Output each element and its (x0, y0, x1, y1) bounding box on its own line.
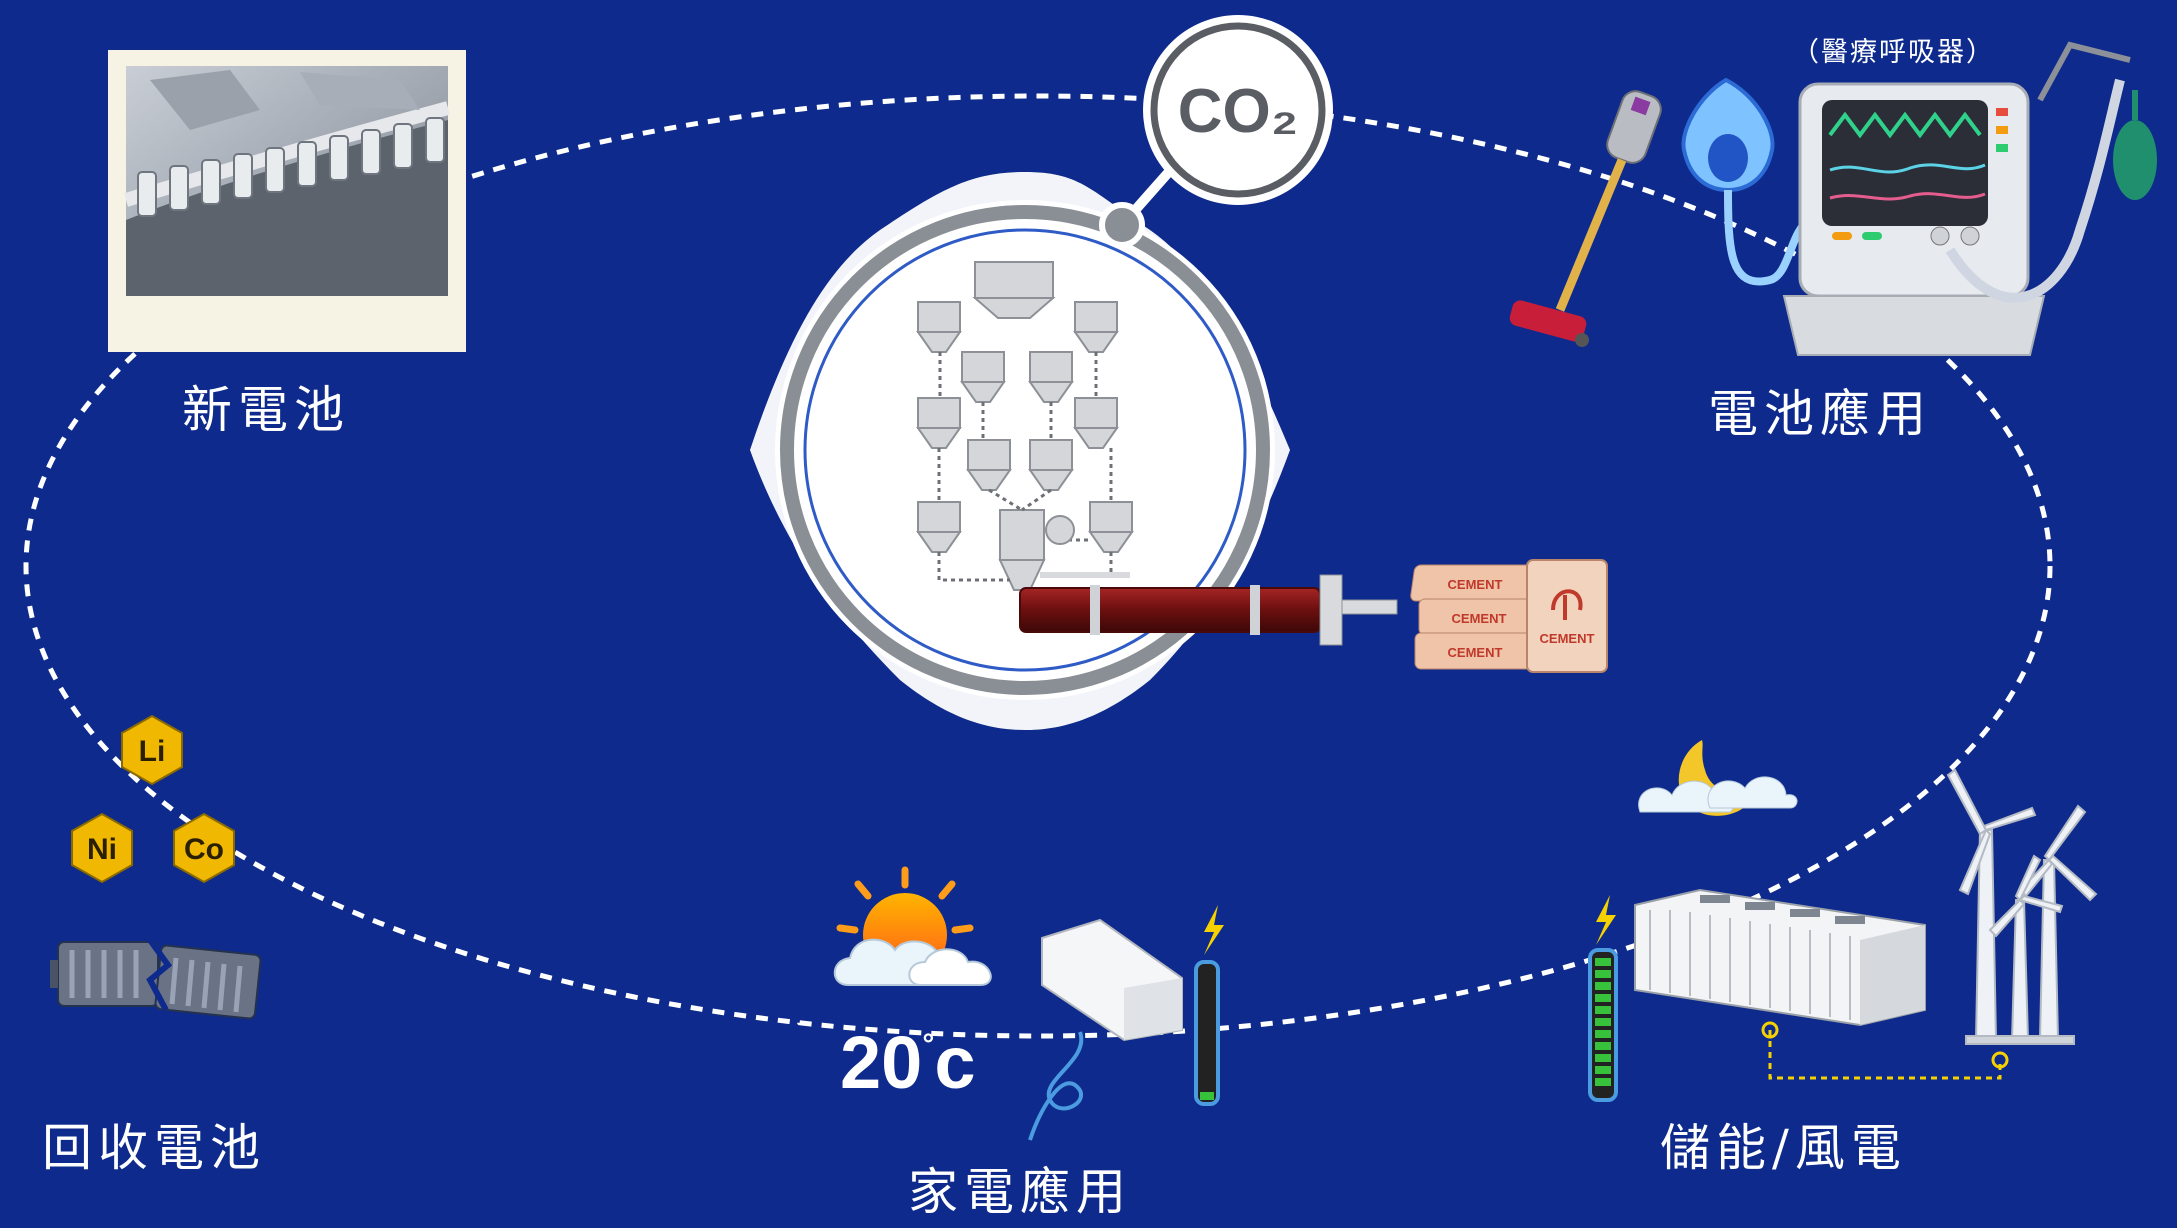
wind-turbines-icon (1946, 768, 2098, 1045)
lightning-icon (1204, 905, 1224, 955)
nickel-badge: Ni (71, 812, 133, 884)
storage-wind-label: 儲能/風電 (1660, 1119, 1907, 1177)
cobalt-badge: Co (173, 812, 235, 884)
cycle-loop (23, 93, 2053, 1039)
temperature-readout: 20°c (840, 1021, 976, 1104)
storage-battery-gauge (1588, 895, 1618, 1102)
cement-bag-text-3: CEMENT (1448, 645, 1503, 660)
ventilator-machine-icon (1782, 41, 2157, 356)
battery-production-photo (108, 50, 466, 352)
broken-battery-cells-icon (50, 938, 262, 1020)
temperature-unit: c (934, 1021, 976, 1104)
recycled-battery-label: 回收電池 (42, 1119, 266, 1177)
lithium-badge: Li (121, 714, 183, 786)
cobalt-symbol: Co (184, 833, 224, 866)
lightning-icon-2 (1596, 895, 1616, 945)
co2-emission-bubble: CO₂ (1099, 15, 1333, 248)
sun-cloud-icon (833, 866, 992, 986)
battery-application-label: 電池應用 (1708, 385, 1932, 443)
appliance-battery-gauge (1194, 905, 1224, 1106)
oxygen-mask-icon (1681, 77, 1813, 286)
cordless-vacuum-icon (1509, 90, 1662, 347)
cement-bag-text-4: CEMENT (1540, 631, 1595, 646)
cement-plant-emblem (750, 172, 1398, 730)
appliance-application-label: 家電應用 (908, 1163, 1132, 1221)
cement-bag-text-2: CEMENT (1452, 611, 1507, 626)
energy-storage-container-icon (1634, 888, 2009, 1080)
process-plant-icon (916, 261, 1134, 591)
co2-label: CO₂ (1178, 77, 1299, 146)
temperature-value: 20 (840, 1021, 923, 1104)
nickel-symbol: Ni (87, 833, 117, 866)
air-conditioner-icon (1028, 918, 1183, 1141)
moon-cloud-icon (1638, 740, 1798, 816)
cement-bags-icon: CEMENT CEMENT CEMENT CEMENT (1410, 559, 1608, 673)
rotary-kiln-icon (1019, 572, 1398, 646)
medical-ventilator-label: （醫療呼吸器） (1792, 37, 1995, 68)
lithium-symbol: Li (139, 735, 166, 768)
cement-bag-text-1: CEMENT (1448, 577, 1503, 592)
new-battery-label: 新電池 (182, 381, 350, 439)
